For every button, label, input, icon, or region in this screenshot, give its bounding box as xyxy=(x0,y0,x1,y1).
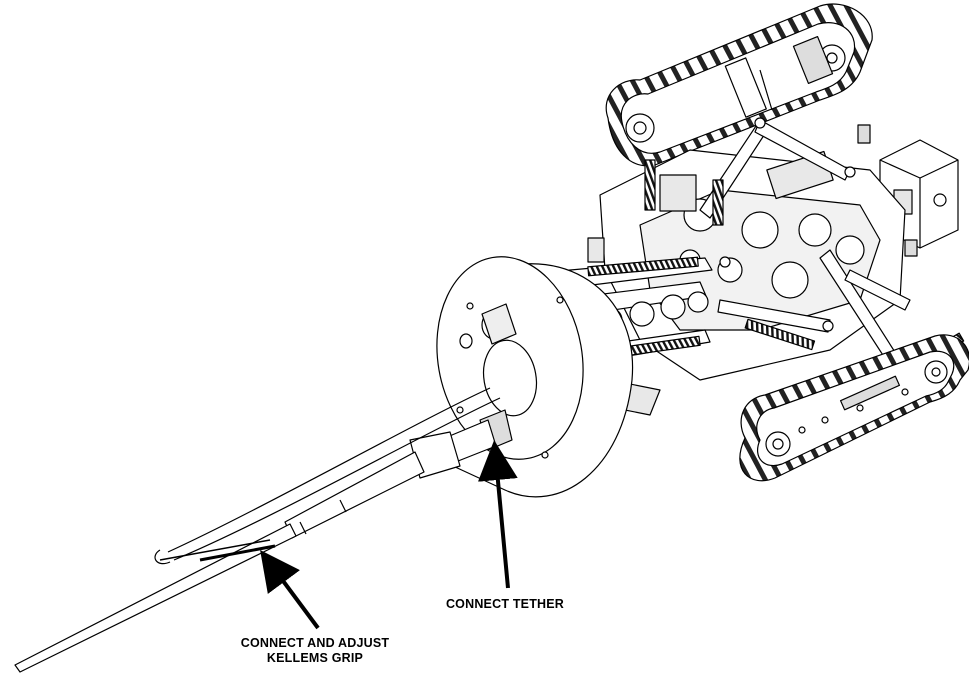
kellems-grip xyxy=(154,387,501,565)
kellems-label-line-2: KELLEMS GRIP xyxy=(266,651,364,665)
kellems-label-line-1: CONNECT AND ADJUST xyxy=(240,636,390,650)
kellems-grip-label: CONNECT AND ADJUST KELLEMS GRIP xyxy=(215,636,415,666)
tether-callout-arrow xyxy=(477,440,518,589)
kellems-callout-arrow xyxy=(260,549,320,630)
upper-track xyxy=(605,3,873,167)
lower-track xyxy=(739,334,969,482)
tether-cable xyxy=(14,431,461,673)
connect-tether-label: CONNECT TETHER xyxy=(445,597,565,611)
callout-arrows xyxy=(260,440,518,630)
